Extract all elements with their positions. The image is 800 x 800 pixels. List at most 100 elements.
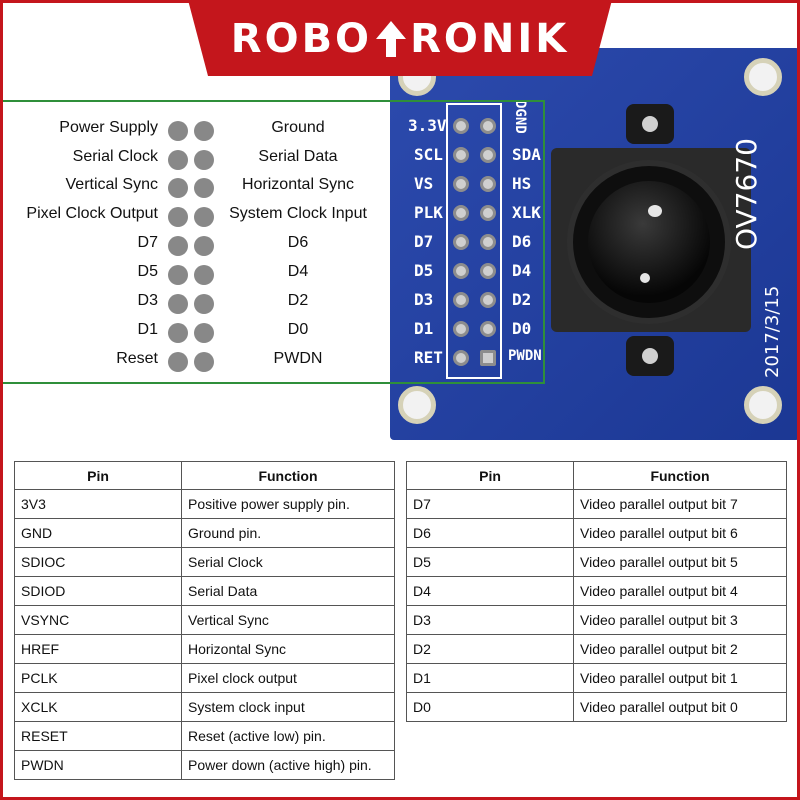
column-header-pin: Pin — [14, 461, 182, 490]
pin-silkscreen-left: D1 — [414, 319, 434, 338]
legend-label-right: System Clock Input — [229, 205, 367, 222]
pin-cell: VSYNC — [14, 605, 182, 635]
header-pin — [480, 147, 496, 163]
legend-label-right: PWDN — [273, 350, 323, 367]
legend-label-right: D2 — [287, 292, 309, 309]
function-cell: Video parallel output bit 5 — [573, 547, 787, 577]
pin-silkscreen-right: HS — [512, 174, 532, 193]
header-pin — [480, 321, 496, 337]
mounting-hole-bottom-left — [398, 386, 436, 424]
legend-label-left: Reset — [116, 350, 158, 367]
pin-cell: SDIOD — [14, 576, 182, 606]
pin-cell: D3 — [406, 605, 574, 635]
legend-label-left: D7 — [137, 234, 158, 251]
pin-silkscreen-right: SDA — [512, 145, 541, 164]
pin-dot-icon — [168, 236, 188, 256]
legend-label-right: Serial Data — [258, 148, 338, 165]
header-pin — [453, 350, 469, 366]
pin-dot-icon — [168, 265, 188, 285]
header-pin — [480, 263, 496, 279]
function-cell: Video parallel output bit 7 — [573, 489, 787, 519]
header-pin — [480, 234, 496, 250]
legend-label-right: Ground — [271, 119, 325, 136]
function-cell: System clock input — [181, 692, 395, 722]
pin-cell: RESET — [14, 721, 182, 751]
pin-cell: D2 — [406, 634, 574, 664]
pin-cell: D1 — [406, 663, 574, 693]
camera-lens — [588, 181, 710, 303]
pin-dot-icon — [168, 178, 188, 198]
pin-cell: 3V3 — [14, 489, 182, 519]
column-header-function: Function — [181, 461, 395, 490]
pin-cell: D0 — [406, 692, 574, 722]
function-cell: Ground pin. — [181, 518, 395, 548]
pin-cell: PCLK — [14, 663, 182, 693]
function-cell: Video parallel output bit 4 — [573, 576, 787, 606]
pin-silkscreen-right: D6 — [512, 232, 532, 251]
legend-label-left: Vertical Sync — [65, 176, 158, 193]
lens-glint — [648, 205, 662, 217]
pin-cell: XCLK — [14, 692, 182, 722]
header-pin — [453, 205, 469, 221]
pin-dot-icon — [168, 121, 188, 141]
function-cell: Reset (active low) pin. — [181, 721, 395, 751]
legend-label-right: Horizontal Sync — [241, 176, 355, 193]
legend-label-left: Pixel Clock Output — [26, 205, 158, 222]
pin-dot-icon — [168, 294, 188, 314]
function-cell: Vertical Sync — [181, 605, 395, 635]
pin-silkscreen-right: D4 — [512, 261, 532, 280]
pin-silkscreen-left: RET — [414, 348, 443, 367]
pin-cell: D5 — [406, 547, 574, 577]
header-pin — [480, 292, 496, 308]
screw-icon — [642, 116, 658, 132]
pin-silkscreen-left: PLK — [414, 203, 443, 222]
legend-row: Pixel Clock Output System Clock Input — [0, 205, 390, 229]
header-pin — [480, 176, 496, 192]
mounting-hole-bottom-right — [744, 386, 782, 424]
function-cell: Power down (active high) pin. — [181, 750, 395, 780]
pin-cell: GND — [14, 518, 182, 548]
function-cell: Positive power supply pin. — [181, 489, 395, 519]
pin-cell: HREF — [14, 634, 182, 664]
pin-silkscreen-left: SCL — [414, 145, 443, 164]
header-pin — [453, 118, 469, 134]
pin-dot-icon — [194, 352, 214, 372]
header-pin — [453, 176, 469, 192]
header-pin — [480, 118, 496, 134]
column-header-function: Function — [573, 461, 787, 490]
pin-silkscreen-right: PWDN — [508, 348, 542, 364]
lens-mount-tab-bottom — [626, 336, 674, 376]
legend-row: Reset PWDN — [0, 350, 390, 374]
legend-label-left: D3 — [137, 292, 158, 309]
function-cell: Video parallel output bit 2 — [573, 634, 787, 664]
table-header-row: Pin Function — [406, 461, 787, 490]
pin-silkscreen-left: D3 — [414, 290, 434, 309]
header-pin — [453, 321, 469, 337]
legend-row: D3 D2 — [0, 292, 390, 316]
pin-silkscreen-right: D2 — [512, 290, 532, 309]
table-header-row: Pin Function — [14, 461, 395, 490]
board-date-label: 2017/3/15 — [762, 285, 783, 378]
function-cell: Pixel clock output — [181, 663, 395, 693]
legend-row: Vertical Sync Horizontal Sync — [0, 176, 390, 200]
brand-banner: ROBO RONIK — [188, 0, 612, 76]
screw-icon — [642, 348, 658, 364]
legend-label-left: Serial Clock — [72, 148, 158, 165]
pin-cell: D7 — [406, 489, 574, 519]
brand-text-right: RONIK — [410, 16, 570, 62]
function-cell: Serial Clock — [181, 547, 395, 577]
